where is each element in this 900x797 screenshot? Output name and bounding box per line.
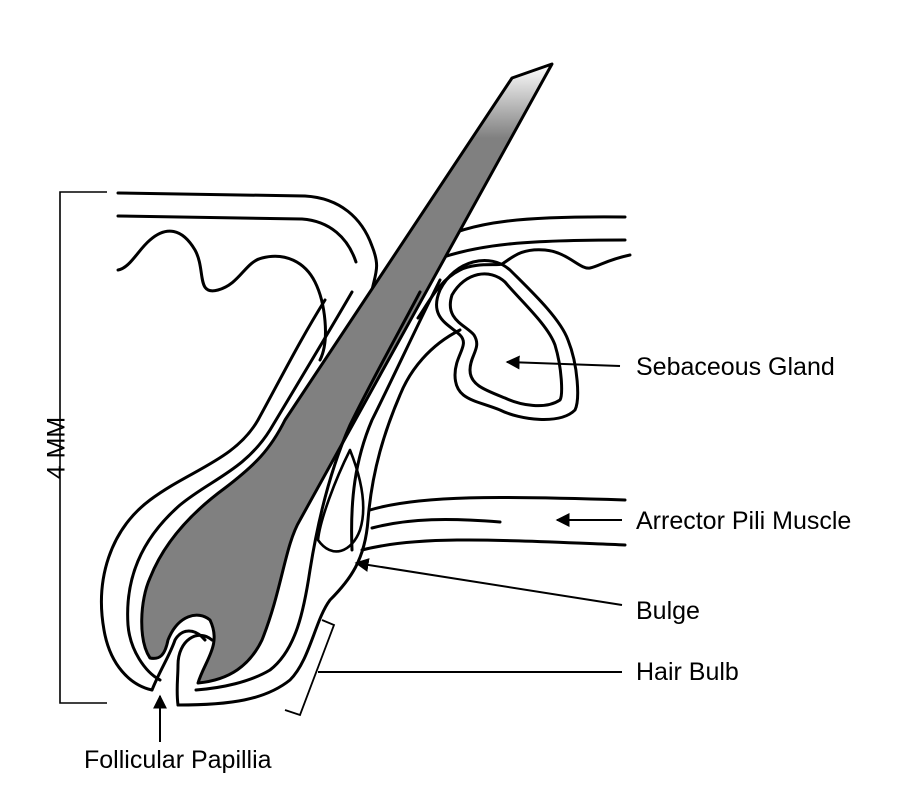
hair-bulb-bracket — [284, 619, 336, 717]
leader-lines — [153, 355, 623, 742]
scale-bracket — [59, 191, 107, 704]
arrector-pili-muscle-label: Arrector Pili Muscle — [636, 507, 851, 535]
sebaceous-gland — [435, 259, 580, 421]
sebaceous-gland-arrow — [505, 355, 621, 370]
bulge-outline — [316, 448, 365, 553]
hair-shaft — [140, 62, 554, 685]
hair-bulb-label: Hair Bulb — [636, 658, 739, 686]
bulge-label: Bulge — [636, 597, 700, 625]
scale-label: 4 MM — [43, 417, 71, 480]
follicular-papilla-label: Follicular Papillia — [84, 746, 272, 774]
bulge-arrow — [354, 558, 623, 606]
arrector-pili-muscle — [360, 495, 627, 552]
sebaceous-gland-label: Sebaceous Gland — [636, 353, 835, 381]
inner-root-sheath — [126, 278, 442, 692]
